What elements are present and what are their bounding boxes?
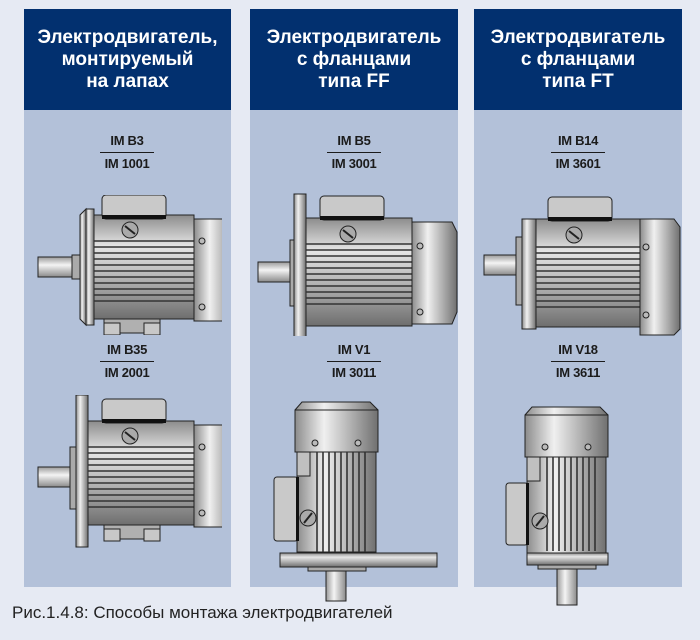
panel-title-line: Электродвигатель, <box>37 26 218 48</box>
motor-im-b35-illustration <box>37 395 222 548</box>
code-iec-b: IM V1 <box>337 342 371 357</box>
mount-code-im-v1: IM V1 IM 3011 <box>294 342 414 381</box>
panel-title-line: на лапах <box>86 70 169 92</box>
code-divider <box>551 152 605 153</box>
motor-im-b5-illustration <box>257 193 458 336</box>
motor-im-b3-illustration <box>37 195 222 335</box>
panel-foot-mounted: Электродвигатель, монтируемый на лапах I… <box>24 9 231 587</box>
code-iec-b: IM B3 <box>110 133 144 148</box>
code-iec-b: IM B5 <box>337 133 371 148</box>
mount-code-im-b3: IM B3 IM 1001 <box>67 133 187 172</box>
panel-ff-flange: Электродвигатель с фланцами типа FF IM B… <box>250 9 458 602</box>
code-iec-b: IM B35 <box>106 342 148 357</box>
mount-code-im-b5: IM B5 IM 3001 <box>294 133 414 172</box>
panel-title-line: монтируемый <box>61 48 194 70</box>
code-divider <box>551 361 605 362</box>
code-iec-numeric: IM 3011 <box>331 365 377 380</box>
code-divider <box>100 152 154 153</box>
panel-ft-flange: Электродвигатель с фланцами типа FT IM B… <box>474 9 682 606</box>
panel-header: Электродвигатель с фланцами типа FF <box>250 9 458 110</box>
code-divider <box>327 361 381 362</box>
panel-title-line: типа FT <box>542 70 614 92</box>
figure-caption: Рис.1.4.8: Способы монтажа электродвигат… <box>12 603 393 622</box>
mount-code-im-b35: IM B35 IM 2001 <box>67 342 187 381</box>
panel-title-line: с фланцами <box>520 48 636 70</box>
motor-im-b14-illustration <box>483 196 681 336</box>
motor-im-v18-illustration <box>505 406 609 606</box>
mount-code-im-v18: IM V18 IM 3611 <box>518 342 638 381</box>
code-iec-numeric: IM 3601 <box>555 156 601 171</box>
code-iec-numeric: IM 3611 <box>555 365 601 380</box>
code-iec-b: IM B14 <box>557 133 599 148</box>
code-divider <box>100 361 154 362</box>
panel-header: Электродвигатель, монтируемый на лапах <box>24 9 231 110</box>
mount-code-im-b14: IM B14 IM 3601 <box>518 133 638 172</box>
panel-title-line: Электродвигатель <box>490 26 666 48</box>
code-iec-numeric: IM 1001 <box>104 156 150 171</box>
panel-title-line: Электродвигатель <box>266 26 442 48</box>
panel-header: Электродвигатель с фланцами типа FT <box>474 9 682 110</box>
code-iec-numeric: IM 2001 <box>104 365 150 380</box>
motor-im-v1-illustration <box>273 401 438 602</box>
panel-title-line: с фланцами <box>296 48 412 70</box>
code-iec-b: IM V18 <box>558 342 598 357</box>
code-iec-numeric: IM 3001 <box>331 156 377 171</box>
panel-title-line: типа FF <box>318 70 390 92</box>
code-divider <box>327 152 381 153</box>
